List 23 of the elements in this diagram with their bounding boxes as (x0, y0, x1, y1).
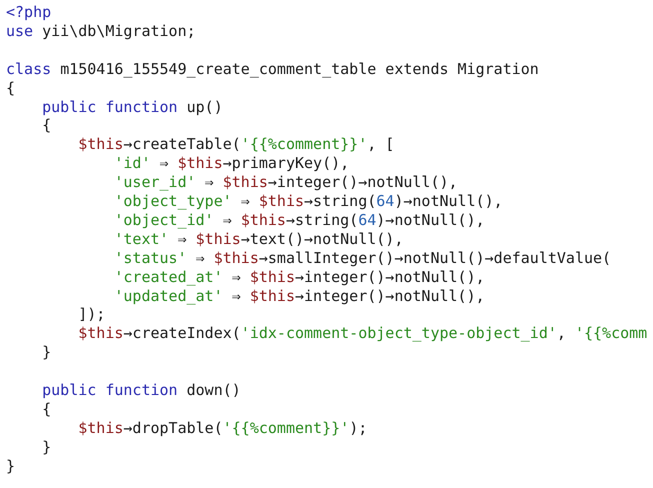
code-line: $this→createTable('{{%comment}}', [ (77, 135, 394, 154)
code-line: 'updated_at' ⇒ $this→integer()→notNull(), (113, 286, 485, 304)
code-line: use yii\db\Migration; (6, 22, 196, 40)
code-line: <?php (6, 3, 52, 21)
code-line: class m150416_155549_create_comment_table extends Migration (6, 60, 539, 78)
code-line: 'status' ⇒ $this→smallInteger()→notNull()→defaultValue( (113, 248, 612, 267)
code-line: 'user_id' ⇒ $this→integer()→notNull(), (113, 173, 458, 192)
code-line: 'text' ⇒ $this→text()→notNull(), (113, 230, 404, 248)
code-line: } (41, 438, 52, 456)
code-line: 'object_id' ⇒ $this→string(64)→notNull(), (113, 210, 485, 229)
code-line: } (6, 456, 16, 475)
code-line: 'created_at' ⇒ $this→integer()→notNull(), (113, 268, 485, 286)
code-line: $this→createIndex('idx-comment-object_type-object_id', '{{%comm (77, 324, 648, 342)
code-line: { (41, 400, 52, 418)
code-line: public function down() (41, 381, 241, 399)
code-line: } (41, 343, 52, 362)
code-line: public function up() (41, 98, 223, 116)
code-line: { (6, 78, 16, 97)
code-line: 'id' ⇒ $this→primaryKey(), (113, 154, 350, 172)
code-line: $this→dropTable('{{%comment}}'); (77, 418, 368, 437)
code-line: ]); (77, 305, 106, 324)
code-line: 'object_type' ⇒ $this→string(64)→notNull(), (113, 192, 503, 210)
code-line: { (41, 116, 52, 134)
